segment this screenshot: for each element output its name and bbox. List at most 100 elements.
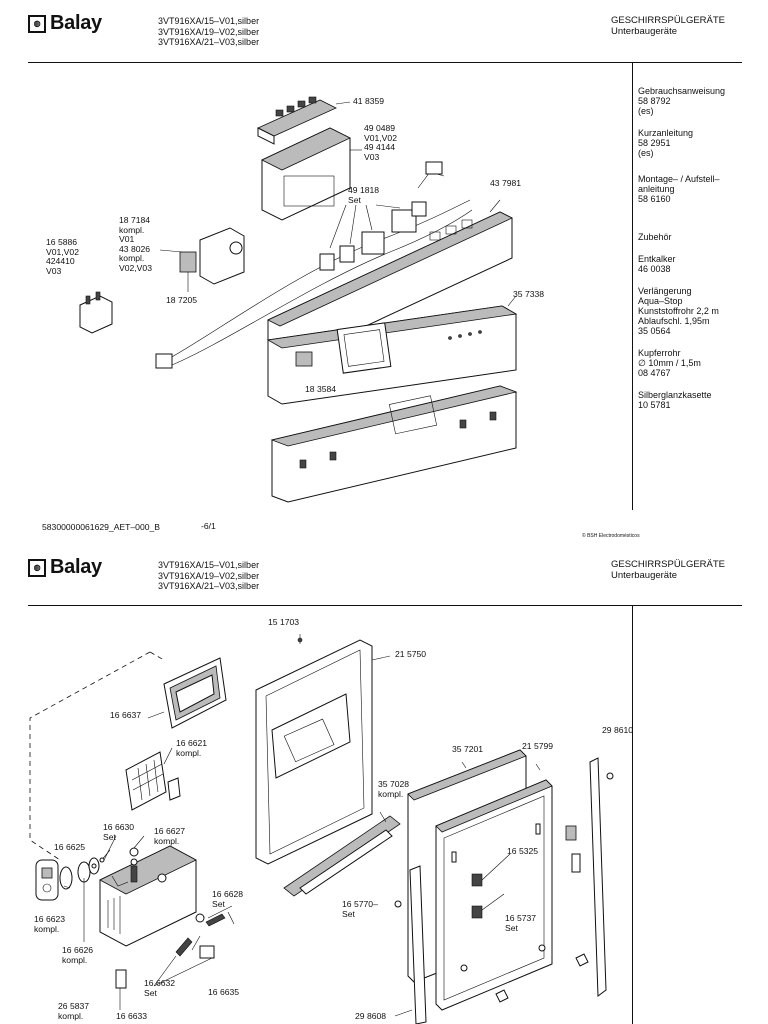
sidebar-text: Verlängerung	[638, 286, 692, 296]
part-note: V02,V03	[119, 262, 152, 273]
part-label: 18 7205	[166, 295, 197, 306]
part-label: 15 1703	[268, 617, 300, 628]
accessory-list: Gebrauchsanweisung 58 8792 (es) Kurzanle…	[638, 86, 763, 422]
part-number: 21 5799	[522, 741, 554, 751]
sidebar-text: anleitung	[638, 184, 675, 194]
switch-housing-part	[99, 845, 197, 947]
part-label: 16 6632 Set	[144, 978, 175, 998]
sidebar-entry: Entkalker 46 0038	[638, 254, 763, 274]
balay-logo-icon: ◍	[28, 14, 46, 33]
part-label: 16 5770– Set	[342, 899, 378, 919]
part-note: kompl.	[58, 1010, 84, 1021]
part-number: 43 7981	[490, 178, 522, 188]
part-note: V03	[364, 151, 380, 162]
part-label: 41 8359	[353, 96, 384, 107]
model-list-2: 3VT916XA/15–V01,silber 3VT916XA/19–V02,s…	[158, 560, 259, 592]
sidebar-text: Kunststoffrohr 2,2 m	[638, 306, 719, 316]
part-label: 49 0489 V01,V02 49 4144 V03	[364, 123, 397, 162]
category-subtitle: Unterbaugeräte	[611, 569, 678, 581]
part-note: Set	[103, 831, 116, 842]
part-number: 43 8026	[119, 243, 151, 254]
part-number: 16 6630	[103, 822, 135, 832]
sidebar-entry: Gebrauchsanweisung 58 8792 (es)	[638, 86, 763, 116]
part-label: 35 7201	[452, 744, 484, 755]
part-number: 49 1818	[348, 185, 380, 195]
part-number: 16 6637	[110, 710, 142, 720]
door-panel-part	[435, 763, 581, 1011]
sidebar-text: Aqua–Stop	[638, 296, 683, 306]
document-id: 58300000061629_AET–000_B	[42, 522, 161, 532]
sidebar-divider-2	[632, 605, 633, 1024]
part-number: 16 6633	[116, 1011, 148, 1021]
part-number: 21 5750	[395, 649, 427, 659]
switch-bar-part	[257, 96, 351, 145]
part-number: 16 5737	[505, 913, 537, 923]
inner-door-part	[255, 634, 391, 865]
part-label: 35 7028 kompl.	[378, 779, 409, 799]
control-panel-part	[266, 295, 518, 405]
part-note: Set	[144, 987, 157, 998]
sidebar-text: (es)	[638, 106, 654, 116]
sidebar-text: Kupferrohr	[638, 348, 681, 358]
part-note: V01,V02	[46, 246, 79, 257]
sidebar-text: ∅ 10mm / 1,5m	[638, 358, 701, 368]
part-label: 18 3584	[305, 384, 336, 395]
part-number: 15 1703	[268, 617, 300, 627]
part-number: 16 6635	[208, 987, 240, 997]
sidebar-text: 35 0564	[638, 326, 671, 336]
sidebar-text: Silberglanzkasette	[638, 390, 712, 400]
model-line: 3VT916XA/19–V02,silber	[158, 570, 260, 581]
brand-logo: ◍ Balay	[28, 556, 102, 579]
category-2: GESCHIRRSPÜLGERÄTE Unterbaugeräte	[611, 559, 726, 581]
part-label: 16 6635	[208, 987, 240, 998]
program-knob-part	[35, 849, 111, 901]
trim-strip-part	[283, 811, 401, 897]
part-label: 16 6630 Set	[103, 822, 135, 842]
header-rule-2	[28, 605, 742, 606]
category-1: GESCHIRRSPÜLGERÄTE Unterbaugeräte	[611, 15, 726, 37]
part-label: 29 8608	[355, 1011, 387, 1022]
part-number: 26 5837	[58, 1001, 90, 1011]
part-note: V01	[119, 234, 135, 245]
part-number: 16 6623	[34, 914, 66, 924]
part-number: 16 6626	[62, 945, 94, 955]
part-note: kompl.	[176, 747, 202, 758]
part-label: 35 7338	[513, 289, 545, 300]
part-number: 49 0489	[364, 123, 396, 133]
sidebar-text: Kurzanleitung	[638, 128, 694, 138]
sidebar-text: 08 4767	[638, 368, 671, 378]
sidebar-entry: Montage– / Aufstell– anleitung 58 6160	[638, 174, 763, 204]
sidebar-text: 58 8792	[638, 96, 671, 106]
part-number: 16 6621	[176, 738, 208, 748]
part-number: 35 7201	[452, 744, 484, 754]
category-title: GESCHIRRSPÜLGERÄTE	[611, 15, 726, 26]
sidebar-entry: Silberglanzkasette 10 5781	[638, 390, 763, 410]
sidebar-text: 58 2951	[638, 138, 671, 148]
relay-part	[79, 291, 113, 334]
part-note: Set	[505, 922, 518, 933]
category-title: GESCHIRRSPÜLGERÄTE	[611, 559, 726, 570]
sidebar-entry: Kurzanleitung 58 2951 (es)	[638, 128, 763, 158]
sidebar-text: 10 5781	[638, 400, 671, 410]
part-label: 16 5325	[507, 846, 538, 857]
sidebar-text: Gebrauchsanweisung	[638, 86, 726, 96]
part-label: 16 6623 kompl.	[34, 914, 66, 934]
part-label: 16 6633	[116, 1011, 148, 1022]
part-number: 35 7338	[513, 289, 545, 299]
model-line: 3VT916XA/15–V01,silber	[158, 16, 260, 26]
model-line: 3VT916XA/19–V02,silber	[158, 26, 260, 37]
brand-name: Balay	[50, 12, 102, 34]
window-frame-part	[163, 657, 227, 729]
part-note: kompl.	[34, 923, 60, 934]
grill-part	[125, 751, 181, 811]
part-number: 29 8610	[602, 725, 634, 735]
part-label: 16 6637	[110, 710, 142, 721]
cable-harness-part	[155, 161, 473, 369]
part-note: Set	[342, 908, 355, 919]
model-line: 3VT916XA/21–V03,silber	[158, 37, 260, 47]
part-label: 16 5886 V01,V02 424410 V03	[46, 237, 79, 276]
part-number: 29 8608	[355, 1011, 387, 1021]
part-note: kompl.	[154, 835, 180, 846]
